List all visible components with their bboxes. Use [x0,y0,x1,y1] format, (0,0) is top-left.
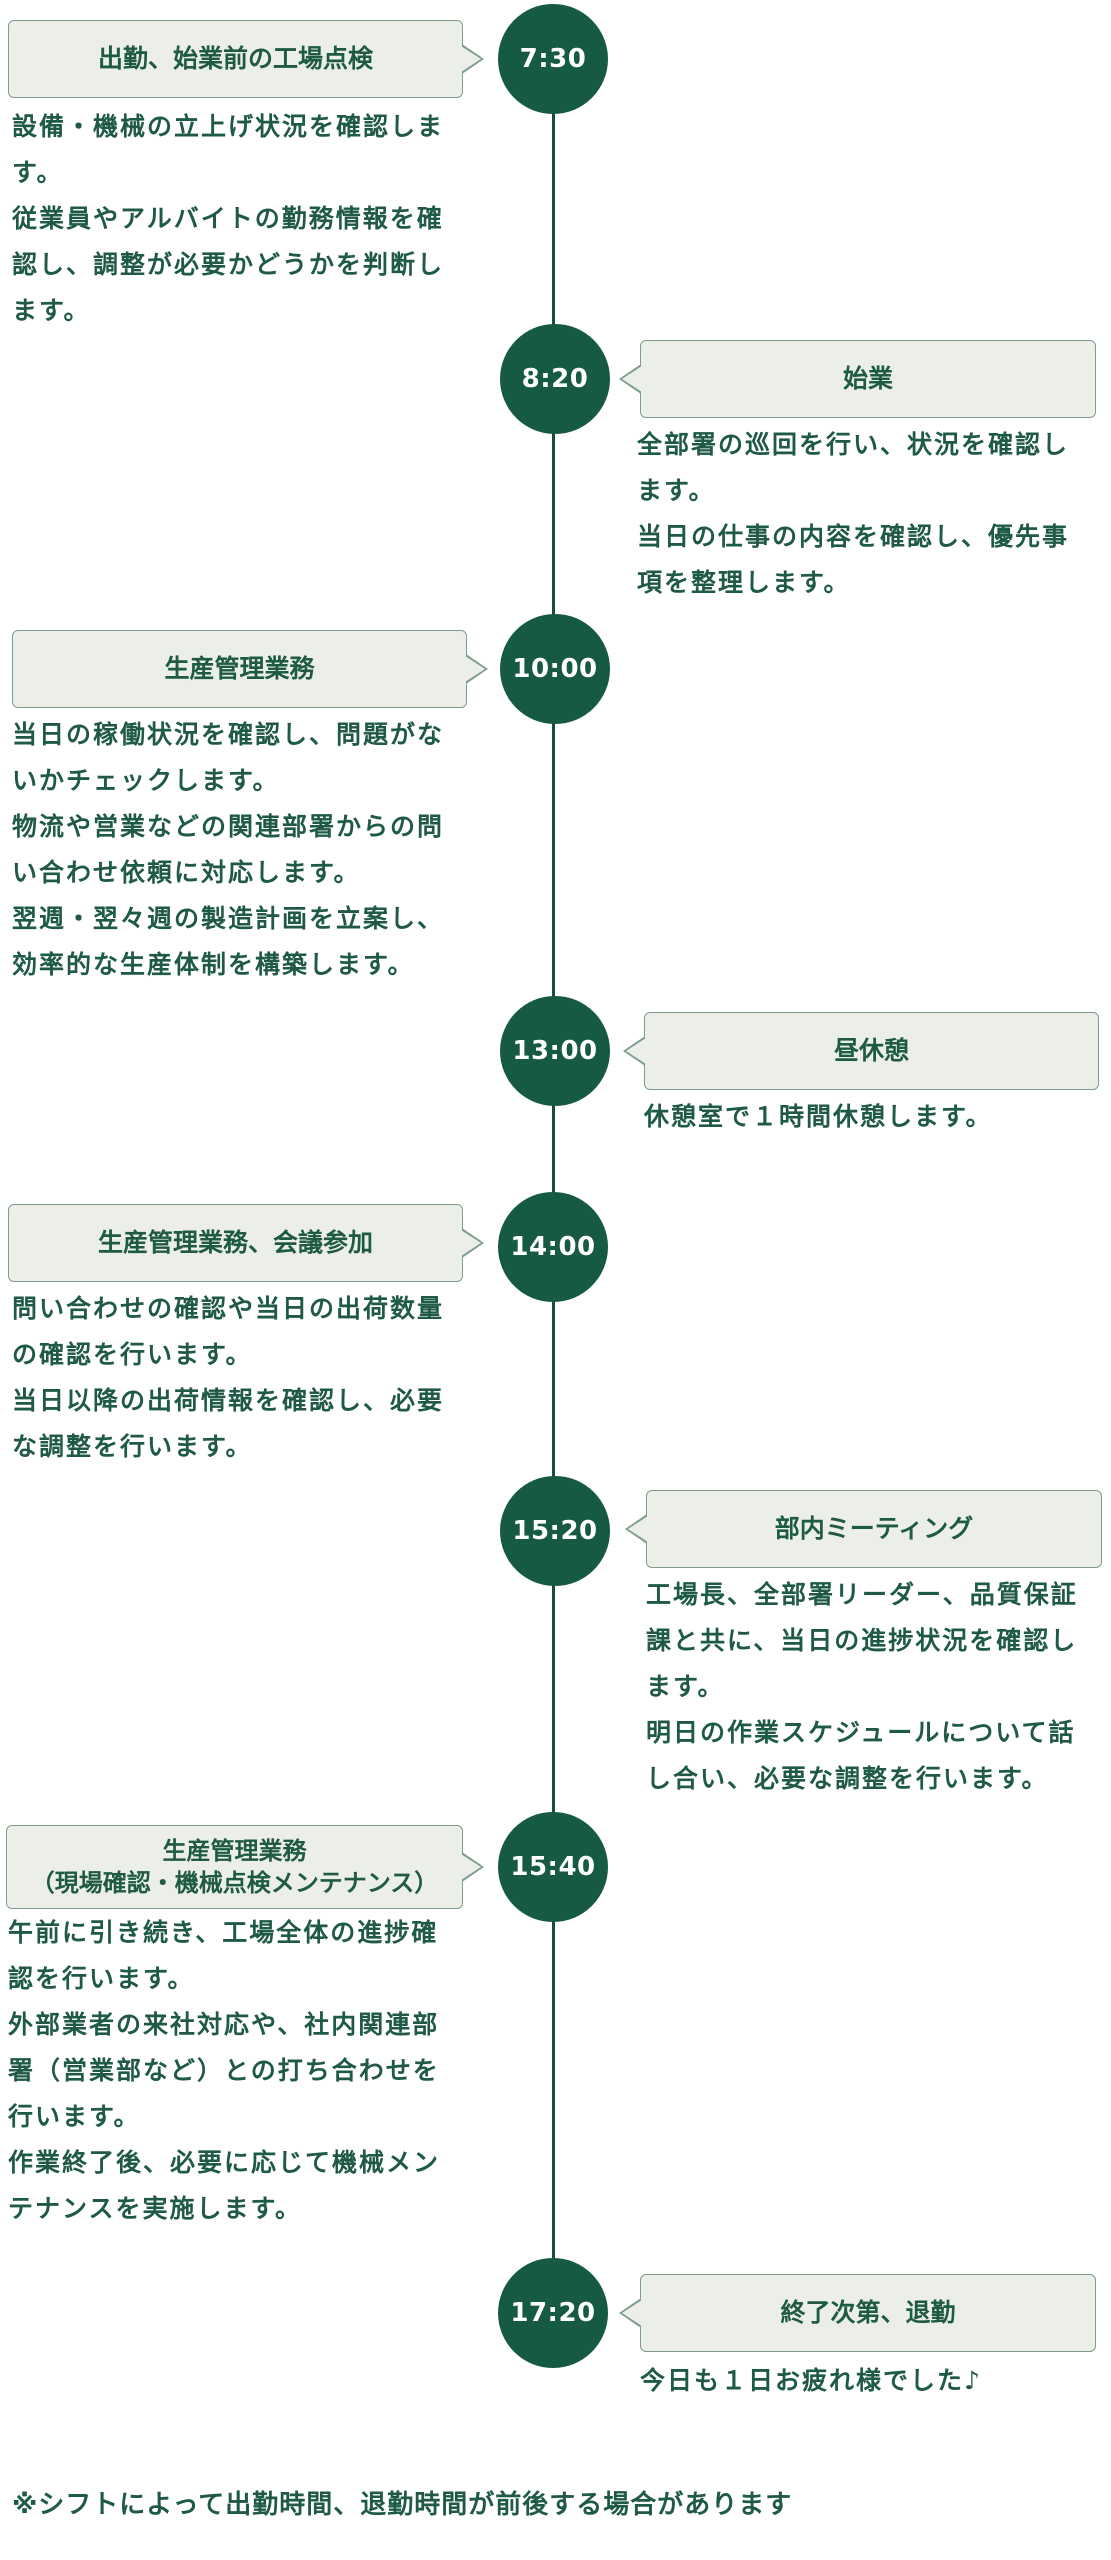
schedule-title-1720: 終了次第、退勤 [640,2274,1096,2352]
schedule-description-0730: 設備・機械の立上げ状況を確認しま す。 従業員やアルバイトの勤務情報を確 認し、… [12,112,445,325]
timeline-line [552,40,555,2330]
time-badge-1400: 14:00 [498,1192,608,1302]
schedule-description-0820: 全部署の巡回を行い、状況を確認し ます。 当日の仕事の内容を確認し、優先事 項を… [637,430,1070,597]
schedule-title-0820: 始業 [640,340,1096,418]
time-badge-1720: 17:20 [498,2258,608,2368]
time-badge-1520: 15:20 [500,1476,610,1586]
schedule-description-1300: 休憩室で１時間休憩します。 [644,1102,993,1131]
schedule-title-1540: 生産管理業務 （現場確認・機械点検メンテナンス） [6,1825,463,1909]
time-badge-1300: 13:00 [500,996,610,1106]
schedule-title-1400: 生産管理業務、会議参加 [8,1204,463,1282]
schedule-title-1520: 部内ミーティング [646,1490,1102,1568]
schedule-description-1400: 問い合わせの確認や当日の出荷数量 の確認を行います。 当日以降の出荷情報を確認し… [12,1294,445,1461]
schedule-description-1000: 当日の稼働状況を確認し、問題がな いかチェックします。 物流や営業などの関連部署… [12,720,445,979]
time-badge-1000: 10:00 [500,614,610,724]
schedule-title-1300: 昼休憩 [644,1012,1099,1090]
time-badge-0730: 7:30 [498,4,608,114]
schedule-title-0730: 出勤、始業前の工場点検 [8,20,463,98]
schedule-description-1720: 今日も１日お疲れ様でした♪ [640,2366,982,2395]
schedule-description-1540: 午前に引き続き、工場全体の進捗確 認を行います。 外部業者の来社対応や、社内関連… [8,1918,441,2223]
time-badge-0820: 8:20 [500,324,610,434]
schedule-title-1000: 生産管理業務 [12,630,467,708]
schedule-description-1520: 工場長、全部署リーダー、品質保証 課と共に、当日の進捗状況を確認し ます。 明日… [646,1580,1078,1793]
time-badge-1540: 15:40 [498,1812,608,1922]
footer-note: ※シフトによって出勤時間、退勤時間が前後する場合があります [12,2490,793,2520]
